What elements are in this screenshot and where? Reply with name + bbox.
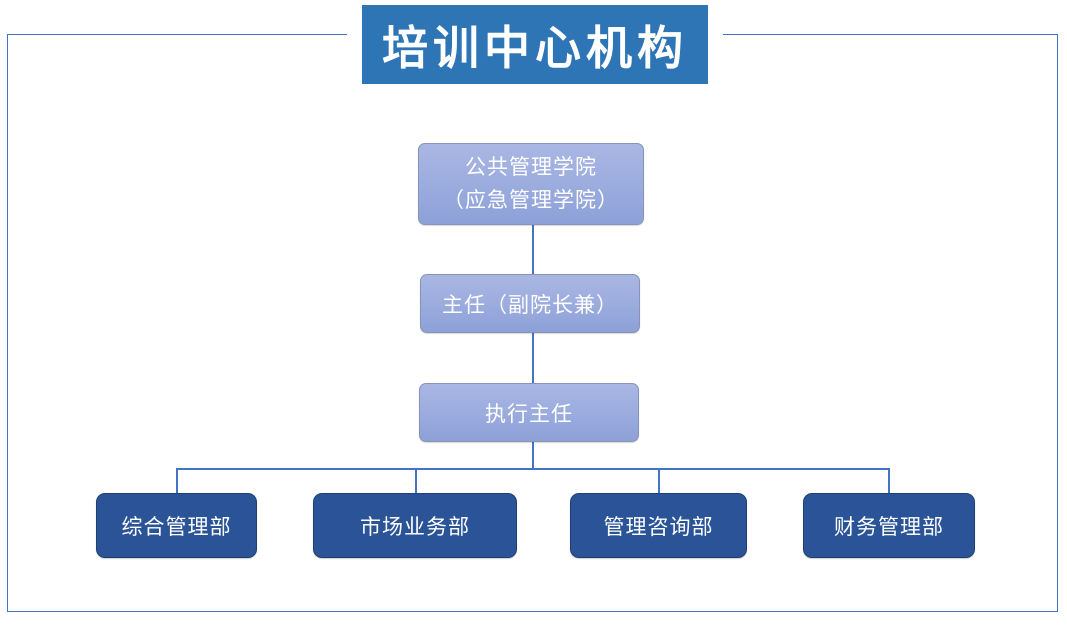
page-title: 培训中心机构 xyxy=(362,5,708,84)
connector-drop-dept-3 xyxy=(658,468,660,494)
org-node-general-management-dept: 综合管理部 xyxy=(96,493,257,558)
org-node-market-business-dept: 市场业务部 xyxy=(313,493,517,558)
connector-director-exec xyxy=(532,333,534,383)
org-node-college: 公共管理学院 （应急管理学院） xyxy=(418,143,644,225)
connector-college-director xyxy=(532,225,534,274)
connector-exec-branch xyxy=(532,441,534,468)
org-node-college-line2: （应急管理学院） xyxy=(443,188,619,212)
connector-branch-horizontal xyxy=(176,468,889,470)
org-node-director: 主任（副院长兼） xyxy=(420,274,640,333)
connector-drop-dept-1 xyxy=(176,468,178,494)
org-node-financial-management-dept: 财务管理部 xyxy=(803,493,975,558)
connector-drop-dept-4 xyxy=(888,468,890,494)
org-node-management-consulting-dept: 管理咨询部 xyxy=(570,493,747,558)
title-banner-wrapper: 培训中心机构 xyxy=(347,5,723,84)
org-node-college-line1: 公共管理学院 xyxy=(465,155,597,179)
connector-drop-dept-2 xyxy=(415,468,417,494)
org-node-executive-director: 执行主任 xyxy=(419,383,639,442)
